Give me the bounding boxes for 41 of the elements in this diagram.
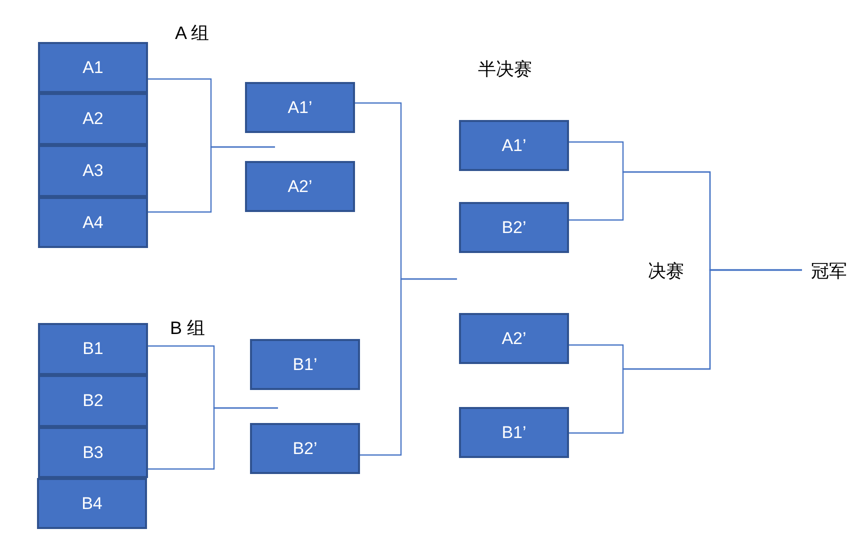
team-box [245,161,355,212]
team-label: B2’ [502,216,526,239]
team-label: A1 [82,56,104,79]
stage-label: 半决赛 [478,58,532,81]
team-box [459,120,569,171]
team-label: B1 [82,338,104,360]
bracket-line [360,278,457,456]
team-label: A4 [82,212,104,234]
team-label: A2’ [288,176,312,198]
team-label: A2’ [502,328,526,350]
team-label: B1’ [502,422,526,444]
team-box [459,407,569,458]
team-box [38,93,148,145]
team-box [250,339,360,390]
team-box [38,323,148,375]
team-label: A3 [82,160,104,182]
bracket-line [569,269,802,434]
team-label: A1’ [288,96,312,119]
team-label: A2 [82,108,104,130]
bracket-line [148,146,275,213]
team-box [38,427,148,478]
team-box [459,202,569,253]
team-box [459,313,569,364]
team-label: A1’ [502,134,526,157]
team-box [38,197,148,248]
team-box [38,145,148,197]
result-label: 冠军 [811,260,847,282]
stage-label: B 组 [170,317,206,340]
team-label: B2 [82,390,104,412]
team-box [38,42,148,93]
team-box [250,423,360,474]
team-box [245,82,355,133]
stage-label: 决赛 [648,260,684,283]
team-label: B2’ [292,438,318,460]
team-label: B4 [82,492,102,515]
bracket-line [148,407,278,470]
team-box [37,478,147,529]
team-box [38,375,148,427]
stage-label: A 组 [175,22,210,45]
team-label: B3 [82,442,104,464]
team-label: B1’ [292,354,318,376]
